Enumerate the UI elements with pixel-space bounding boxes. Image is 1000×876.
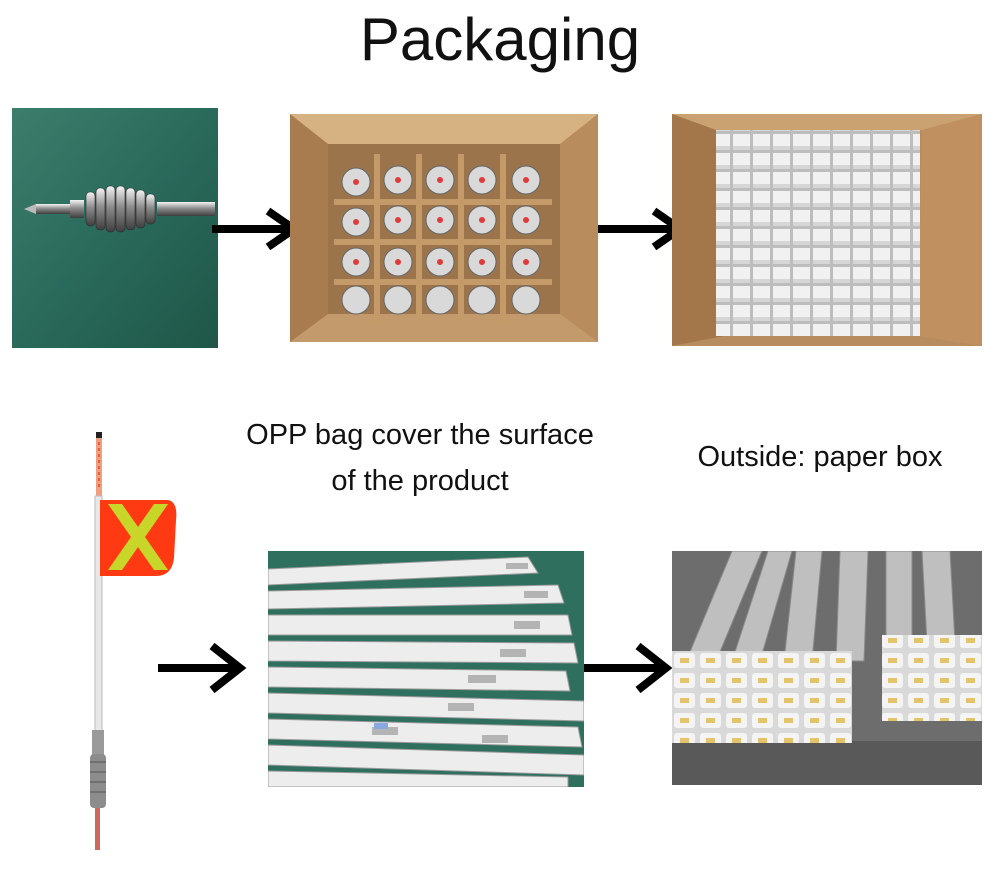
- arrow-right-icon: [210, 207, 302, 251]
- flag-whip-photo: [60, 430, 190, 856]
- outside-caption: Outside: paper box: [697, 441, 943, 473]
- arrow-right-icon: [582, 642, 674, 694]
- opp-caption-line-2: of the product: [331, 465, 509, 497]
- spring-mount-photo: [12, 108, 218, 348]
- arrow-right-icon: [156, 642, 248, 694]
- page-title: Packaging: [359, 6, 641, 73]
- opp-bags-photo: [268, 551, 584, 787]
- opp-caption-line-1: OPP bag cover the surface: [246, 419, 594, 451]
- paper-box-bundles-photo: [672, 551, 982, 785]
- carton-dividers-photo: [290, 114, 598, 342]
- carton-white-boxes-photo: [672, 114, 982, 346]
